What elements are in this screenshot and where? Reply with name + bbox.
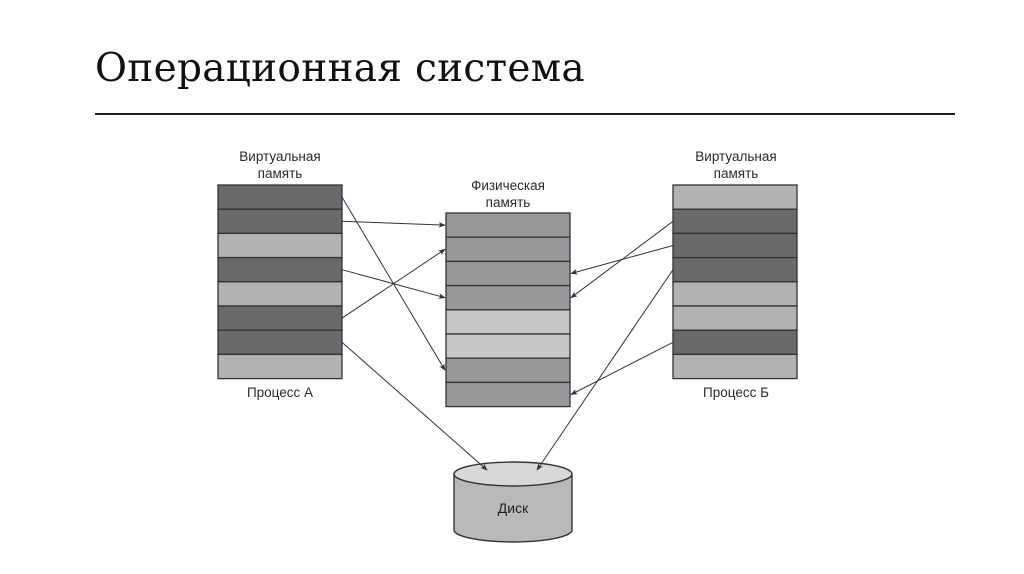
physical-frame <box>445 212 571 238</box>
process-a-page <box>217 232 343 259</box>
process-b-page <box>672 232 798 259</box>
disk-label: Диск <box>498 500 529 516</box>
process-b-page <box>672 353 798 380</box>
process-a-page <box>217 305 343 331</box>
slide-title: Операционная система <box>95 46 585 91</box>
process-b-page <box>672 329 798 356</box>
title-underline <box>95 113 955 115</box>
process-a-page <box>217 353 343 380</box>
physical-column <box>445 212 571 408</box>
process-b-header-line1: Виртуальная <box>695 149 776 164</box>
process-a-header-line1: Виртуальная <box>239 149 320 164</box>
mapping-arrow <box>570 245 674 275</box>
process-b-header-line2: память <box>714 166 759 181</box>
disk-top <box>453 461 573 487</box>
process-b-page <box>672 184 798 210</box>
process-b-page <box>672 208 798 235</box>
mapping-arrow <box>341 220 446 228</box>
disk: Диск <box>453 461 573 543</box>
mapping-arrow <box>341 248 446 319</box>
mapping-arrow <box>570 341 674 395</box>
physical-frame <box>445 309 571 335</box>
process-a-column <box>217 184 343 380</box>
physical-frame <box>445 381 571 408</box>
process-a-page <box>217 281 343 307</box>
physical-frame <box>445 236 571 263</box>
disk-body <box>453 473 573 543</box>
physical-frame <box>445 333 571 359</box>
process-a-header-line2: память <box>258 166 303 181</box>
process-a-page <box>217 329 343 356</box>
process-a-label: Процесс А <box>247 385 313 400</box>
physical-frame <box>445 357 571 384</box>
process-a-page <box>217 256 343 283</box>
mapping-arrow <box>536 269 674 471</box>
process-a-page <box>217 184 343 210</box>
process-b-label: Процесс Б <box>703 385 769 400</box>
physical-frame <box>445 284 571 311</box>
physical-header-line1: Физическая <box>471 178 545 193</box>
process-b-page <box>672 281 798 307</box>
process-a-page <box>217 208 343 235</box>
mapping-arrow <box>341 341 488 471</box>
physical-frame <box>445 260 571 287</box>
process-b-page <box>672 256 798 283</box>
physical-header-line2: память <box>486 195 531 210</box>
process-b-page <box>672 305 798 331</box>
process-b-column <box>672 184 798 380</box>
